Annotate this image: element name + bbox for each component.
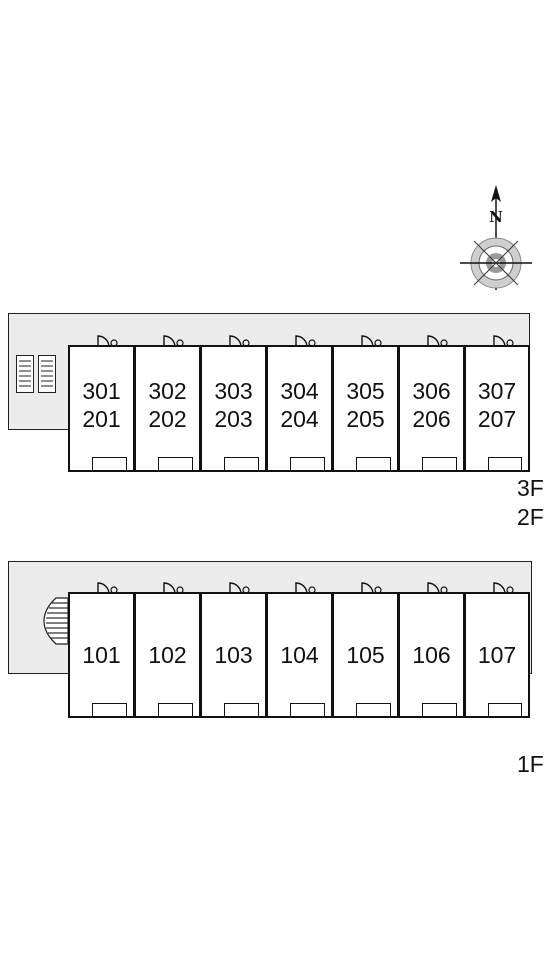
door-icon <box>97 582 118 595</box>
door-icon <box>361 582 382 595</box>
unit-304-204: 304 204 <box>266 335 333 472</box>
unit-number: 104 <box>280 642 319 668</box>
stairs-icon <box>43 597 69 645</box>
balcony <box>422 703 457 716</box>
balcony <box>422 457 457 470</box>
door-icon <box>229 335 250 348</box>
door-icon <box>229 582 250 595</box>
door-icon <box>163 582 184 595</box>
unit-number: 306 <box>412 378 451 404</box>
unit-number: 201 <box>82 406 121 432</box>
unit-number: 101 <box>82 642 121 668</box>
unit-number: 202 <box>148 406 187 432</box>
door-icon <box>493 335 514 348</box>
unit-number: 105 <box>346 642 385 668</box>
unit-number: 207 <box>477 406 517 432</box>
unit-number: 106 <box>412 642 451 668</box>
unit-106: 106 <box>398 582 465 718</box>
unit-number: 206 <box>412 406 451 432</box>
unit-302-202: 302 202 <box>134 335 201 472</box>
unit-307-207: 307 207 <box>464 335 530 472</box>
unit-301-201: 301 201 <box>68 335 135 472</box>
balcony <box>92 703 127 716</box>
unit-number: 103 <box>214 642 253 668</box>
unit-number: 303 <box>214 378 253 404</box>
balcony <box>158 703 193 716</box>
unit-number: 203 <box>214 406 253 432</box>
unit-number: 107 <box>477 642 517 668</box>
unit-number: 302 <box>148 378 187 404</box>
unit-number: 305 <box>346 378 385 404</box>
stairs-icon <box>16 355 56 393</box>
floor-label-2f: 2F <box>517 504 544 530</box>
door-icon <box>163 335 184 348</box>
unit-number: 205 <box>346 406 385 432</box>
door-icon <box>427 582 448 595</box>
floor-label-3f: 3F <box>517 475 544 501</box>
balcony <box>158 457 193 470</box>
balcony <box>488 457 522 470</box>
unit-number: 307 <box>477 378 517 404</box>
unit-102: 102 <box>134 582 201 718</box>
balcony <box>488 703 522 716</box>
balcony <box>224 457 259 470</box>
unit-number: 102 <box>148 642 187 668</box>
unit-number: 204 <box>280 406 319 432</box>
unit-number: 301 <box>82 378 121 404</box>
unit-104: 104 <box>266 582 333 718</box>
floor-label-1f: 1F <box>517 751 544 777</box>
balcony <box>290 457 325 470</box>
balcony <box>356 457 391 470</box>
door-icon <box>97 335 118 348</box>
compass-rose-icon: N <box>460 185 532 290</box>
door-icon <box>493 582 514 595</box>
balcony <box>290 703 325 716</box>
unit-101: 101 <box>68 582 135 718</box>
unit-107: 107 <box>464 582 530 718</box>
unit-306-206: 306 206 <box>398 335 465 472</box>
upper-unit-row: 301 201 302 202 303 203 304 204 305 205 … <box>68 335 530 472</box>
unit-305-205: 305 205 <box>332 335 399 472</box>
unit-103: 103 <box>200 582 267 718</box>
door-icon <box>361 335 382 348</box>
unit-number: 304 <box>280 378 319 404</box>
door-icon <box>295 582 316 595</box>
door-icon <box>295 335 316 348</box>
north-label: N <box>489 208 503 226</box>
balcony <box>92 457 127 470</box>
lower-unit-row: 101 102 103 104 105 106 107 <box>68 582 530 718</box>
door-icon <box>427 335 448 348</box>
balcony <box>356 703 391 716</box>
balcony <box>224 703 259 716</box>
unit-303-203: 303 203 <box>200 335 267 472</box>
unit-105: 105 <box>332 582 399 718</box>
